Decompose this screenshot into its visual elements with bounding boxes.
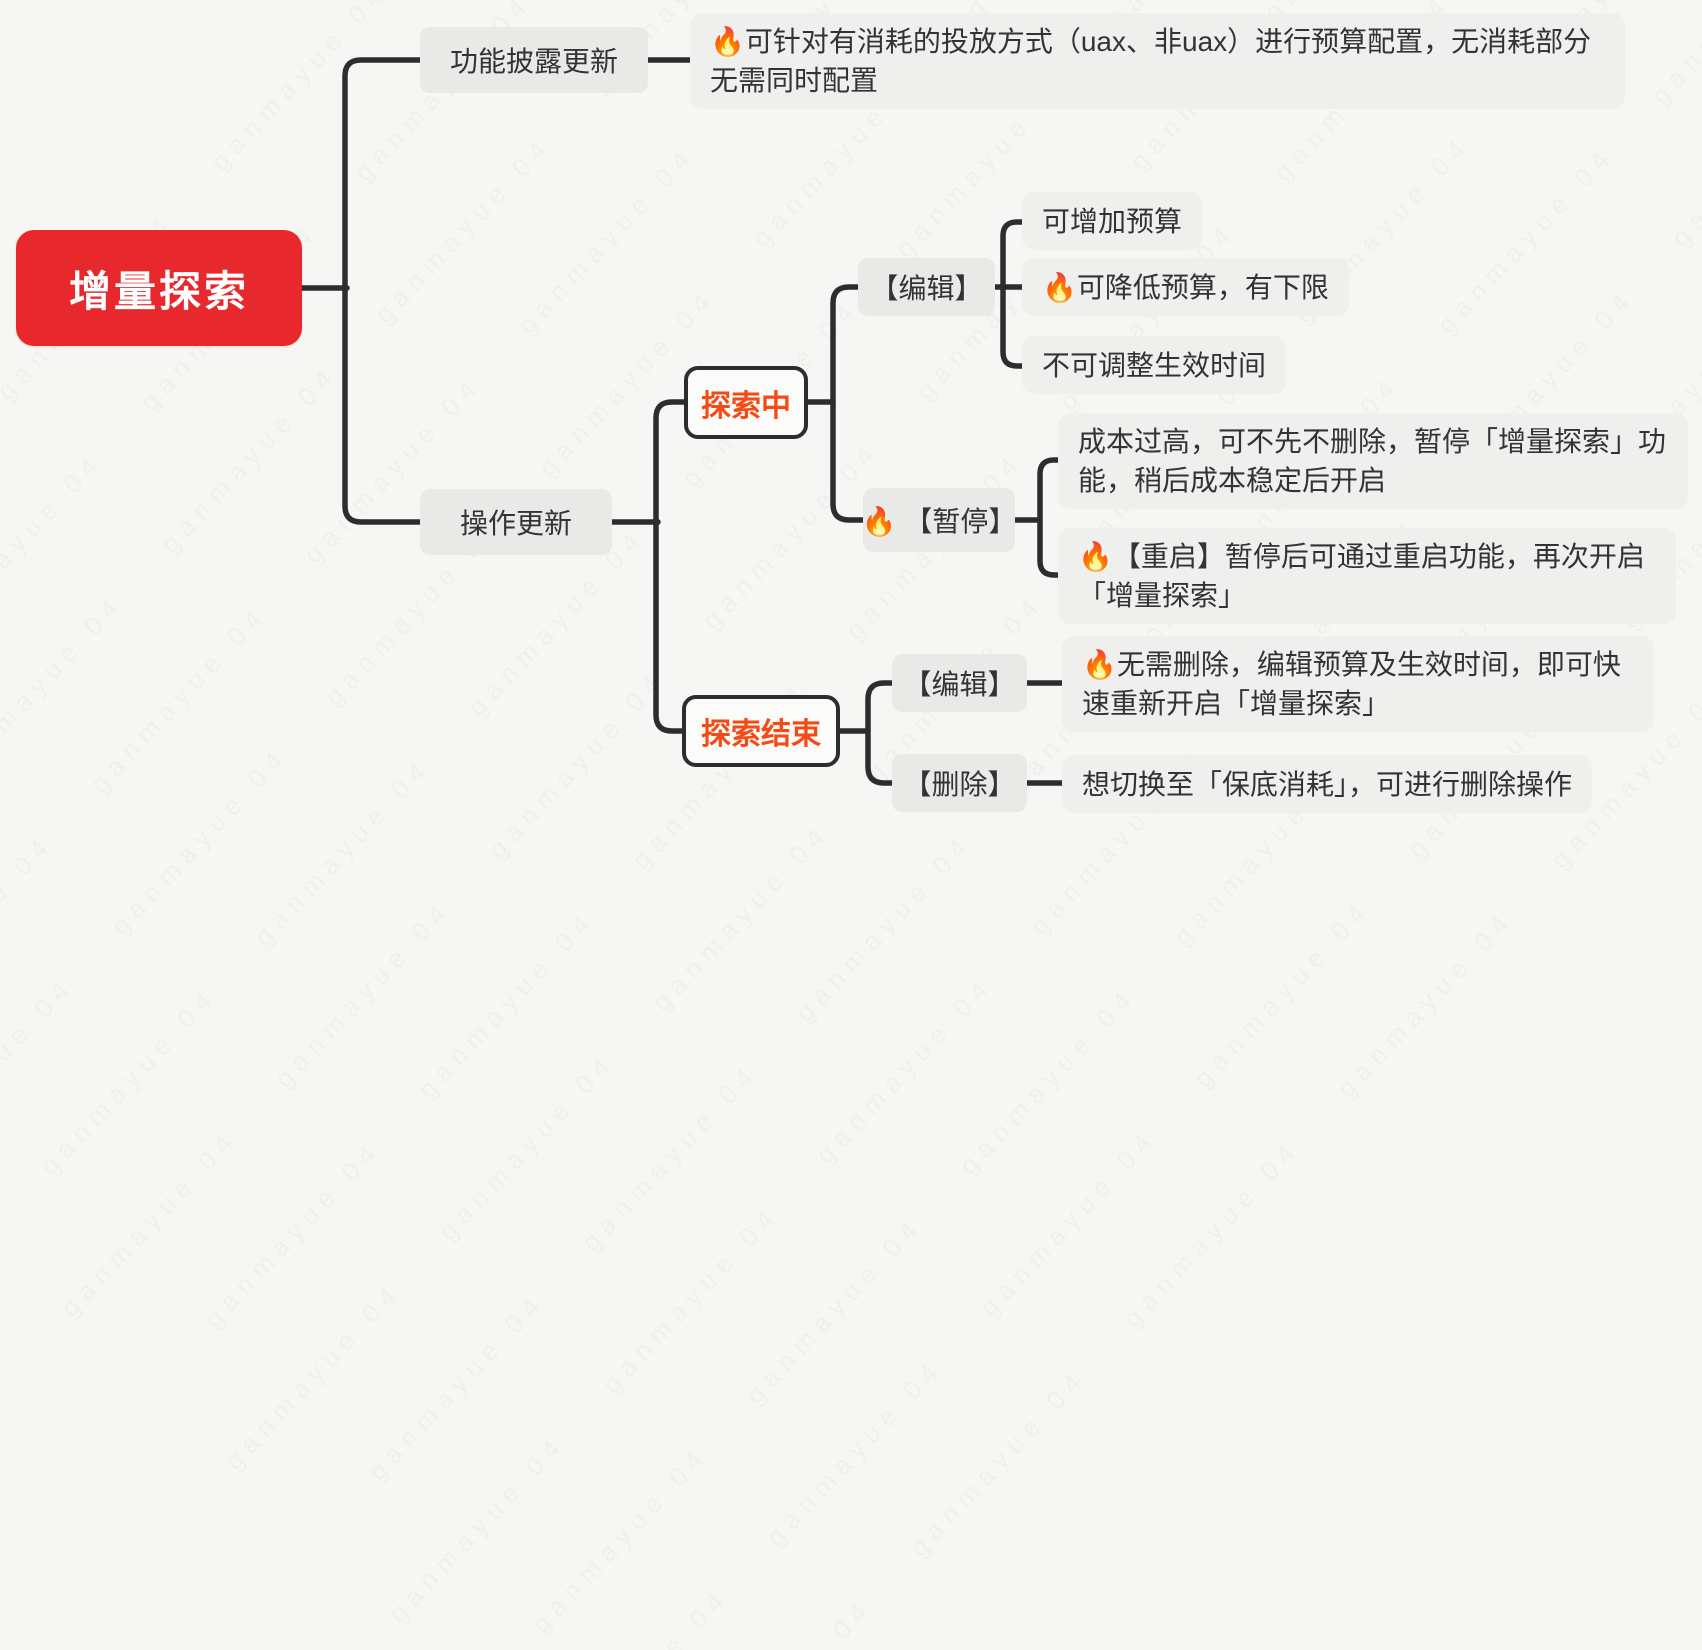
connector-lines	[299, 57, 1065, 786]
node-edit-end[interactable]: 【编辑】	[892, 654, 1027, 712]
leaf-delete-detail[interactable]: 想切换至「保底消耗」，可进行删除操作	[1062, 755, 1593, 813]
edge-bracket-end	[865, 680, 895, 786]
leaf-func-detail[interactable]: 🔥可针对有消耗的投放方式（uax、非uax）进行预算配置，无消耗部分无需同时配置	[690, 13, 1625, 109]
edge-trunk-op	[653, 399, 687, 734]
leaf-increase-budget[interactable]: 可增加预算	[1022, 192, 1203, 250]
edge-trunk-exploring	[830, 284, 866, 523]
edge-bracket-edit1	[1000, 219, 1025, 369]
leaf-edit-end-detail[interactable]: 🔥无需删除，编辑预算及生效时间，即可快速重新开启「增量探索」	[1062, 636, 1654, 732]
mindmap-canvas: ganmayue 04 ganmayue 04 ganmayue 04 ganm…	[16, 13, 1688, 813]
edge-bracket-pause	[1037, 457, 1061, 578]
edge-trunk-main	[342, 57, 423, 525]
node-edit-exploring[interactable]: 【编辑】	[858, 258, 995, 316]
leaf-restart[interactable]: 🔥【重启】暂停后可通过重启功能，再次开启「增量探索」	[1058, 528, 1676, 624]
leaf-pause-cost[interactable]: 成本过高，可不先不删除，暂停「增量探索」功能，稍后成本稳定后开启	[1058, 413, 1688, 509]
node-explore-end[interactable]: 探索结束	[682, 695, 840, 767]
branch-op-update[interactable]: 操作更新	[420, 489, 612, 555]
leaf-no-time-adjust[interactable]: 不可调整生效时间	[1022, 336, 1287, 394]
node-pause[interactable]: 🔥 【暂停】	[862, 488, 1016, 552]
node-delete[interactable]: 【删除】	[892, 754, 1027, 812]
node-exploring[interactable]: 探索中	[684, 366, 808, 439]
branch-func-update[interactable]: 功能披露更新	[420, 27, 648, 93]
leaf-decrease-budget[interactable]: 🔥可降低预算，有下限	[1022, 258, 1349, 316]
root-node[interactable]: 增量探索	[16, 230, 302, 346]
